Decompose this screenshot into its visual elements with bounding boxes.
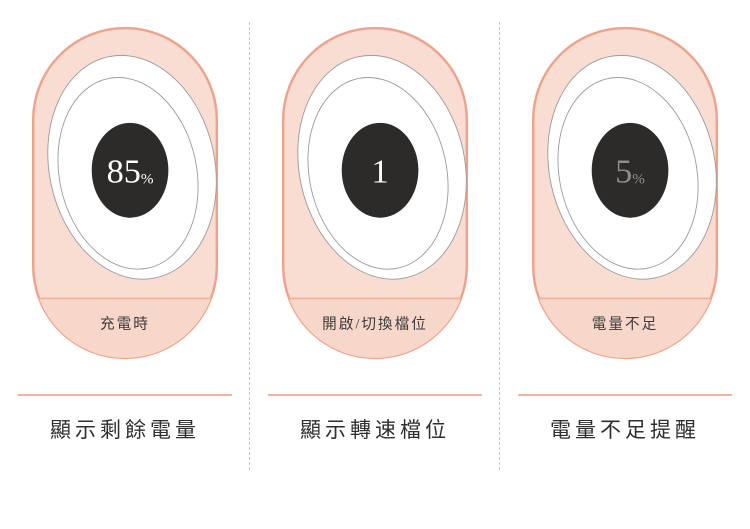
panel-speed-gear: 1 開啟/切換檔位 顯示轉速檔位: [250, 24, 500, 529]
display-ellipse: [341, 122, 419, 218]
caption: 顯示剩餘電量: [50, 418, 200, 442]
display-value: 1: [371, 152, 388, 190]
device-illustration: 85% 充電時: [31, 26, 219, 360]
device-label: 電量不足: [592, 316, 659, 333]
device-illustration: 5% 電量不足: [531, 26, 719, 360]
panel-battery-level: 85% 充電時 顯示剩餘電量: [0, 24, 250, 529]
panel-separator: [249, 22, 250, 470]
display-ellipse: [91, 122, 169, 218]
device-illustration: 1 開啟/切換檔位: [281, 26, 469, 360]
display-value: 5%: [615, 152, 645, 190]
display-value: 85%: [107, 152, 154, 190]
caption: 電量不足提醒: [550, 418, 700, 442]
caption-underline: [518, 394, 732, 396]
panel-separator: [499, 22, 500, 470]
device-label: 開啟/切換檔位: [322, 316, 428, 333]
panel-low-battery: 5% 電量不足 電量不足提醒: [500, 24, 750, 529]
caption: 顯示轉速檔位: [300, 418, 450, 442]
display-ellipse: [591, 122, 669, 218]
device-label: 充電時: [100, 316, 150, 333]
caption-underline: [18, 394, 232, 396]
caption-underline: [268, 394, 482, 396]
